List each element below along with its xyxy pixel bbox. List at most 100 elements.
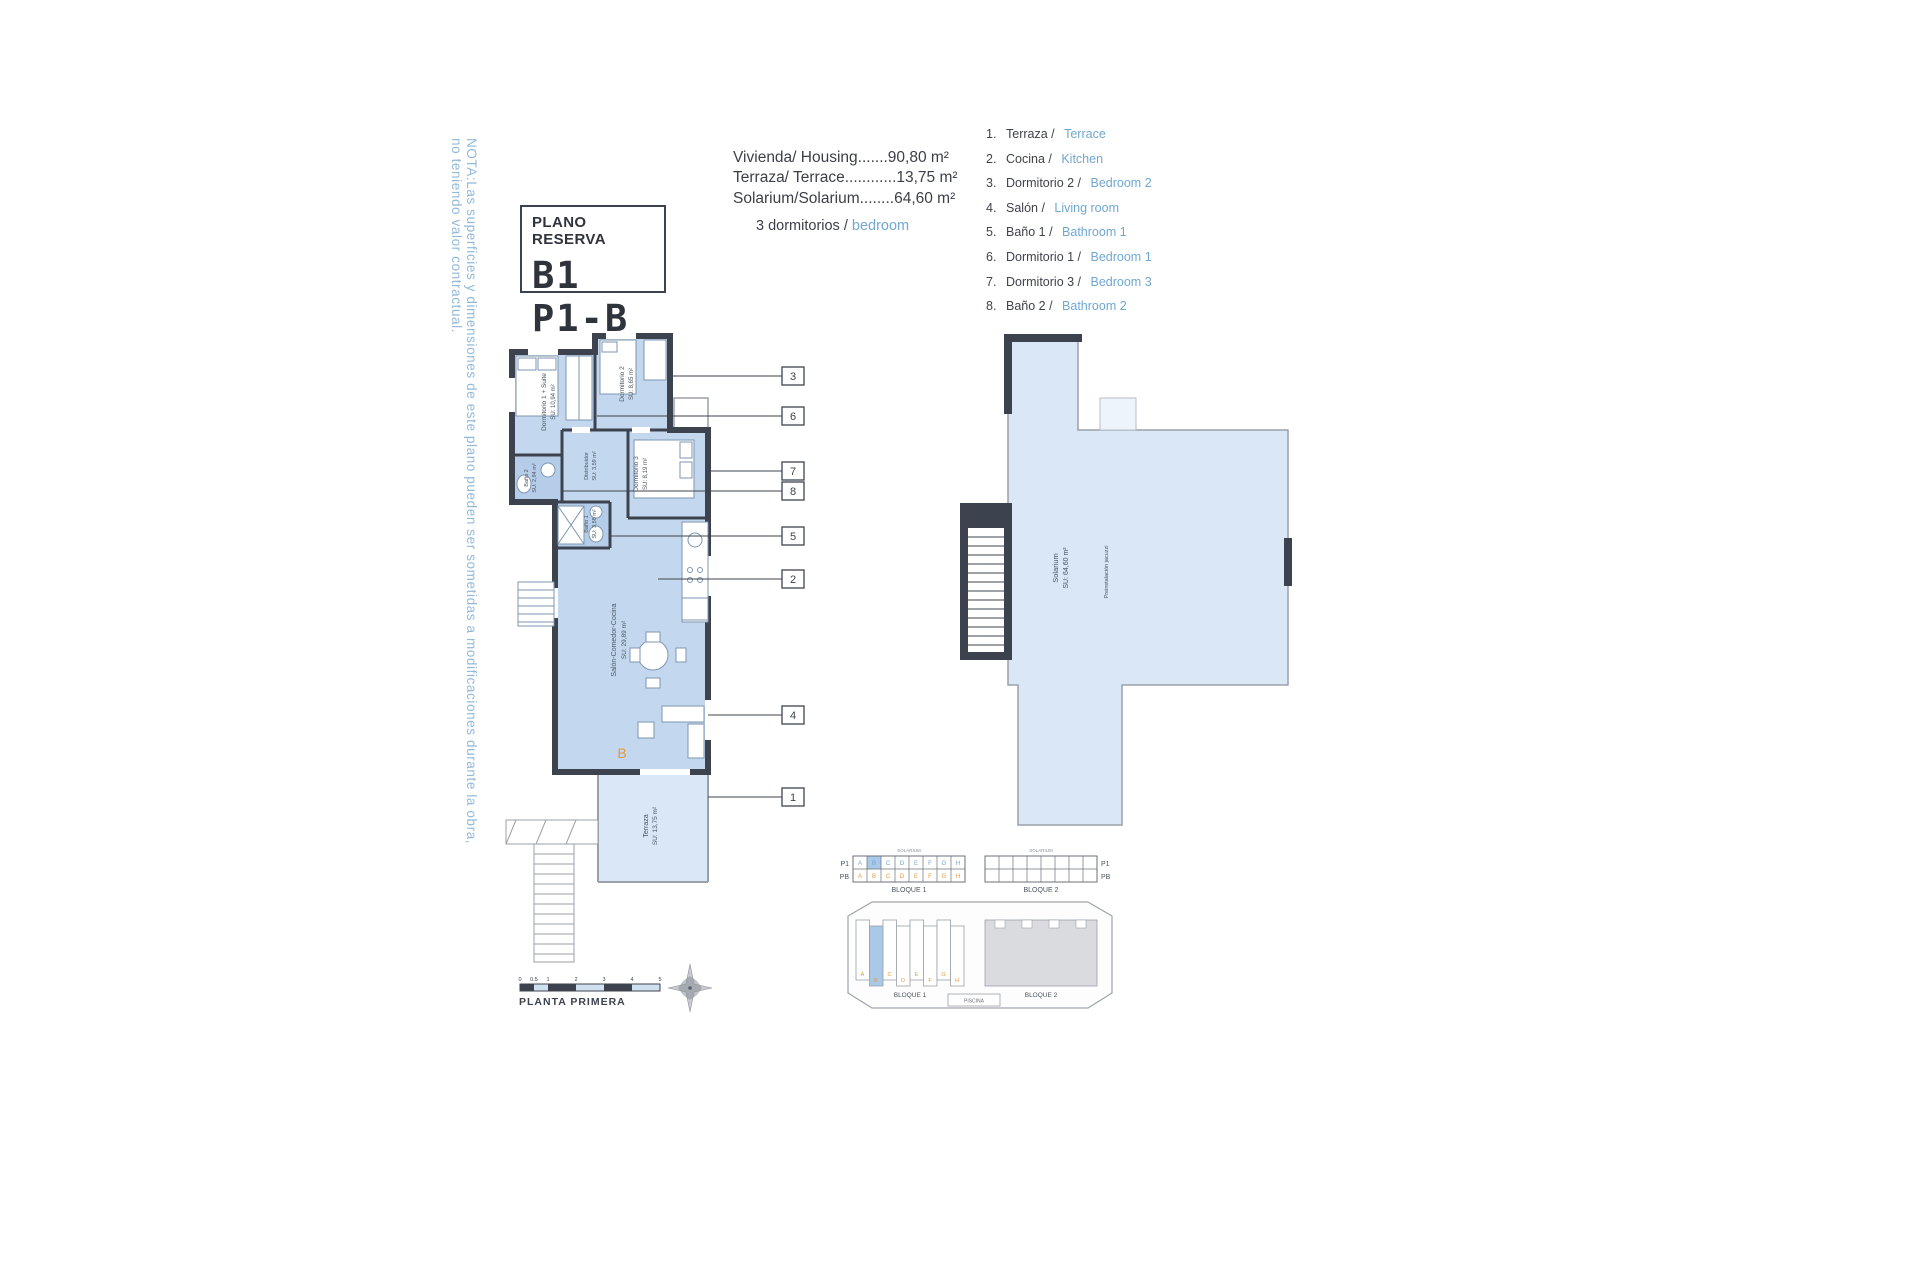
svg-text:H: H — [956, 874, 960, 880]
room-label-terrace: Terraza — [643, 814, 650, 837]
entry-stairs — [517, 581, 555, 627]
solarium-stairwell — [960, 503, 1012, 660]
svg-text:0: 0 — [518, 977, 521, 983]
room-label-hall: Distribuidor — [584, 452, 590, 480]
strip-solarium-label-1: SOLARIUM — [897, 848, 921, 853]
legend-item: 2.Cocina / Kitchen — [986, 151, 1104, 166]
tag-8: 8 — [562, 481, 805, 501]
legend-item: 3.Dormitorio 2 / Bedroom 2 — [986, 176, 1152, 191]
sofa — [661, 705, 705, 723]
bloque1-strip-label: BLOQUE 1 — [891, 887, 926, 894]
strip-bloque2 — [984, 855, 1098, 883]
pb-label-left: PB — [840, 874, 850, 881]
north-compass-icon — [667, 963, 713, 1013]
bedrooms-line: 3 dormitorios / bedroom — [756, 218, 909, 234]
piscina-label: PISCINA — [964, 999, 985, 1005]
solarium-wall-left — [1004, 334, 1012, 414]
svg-text:B: B — [872, 861, 876, 867]
room-label-bathroom1: Baño 1 — [584, 515, 590, 532]
terrace-area — [598, 772, 708, 882]
block-key-strip: SOLARIUM SOLARIUM A B C D E F G H — [840, 848, 1111, 894]
site-bloque1-units — [855, 919, 965, 987]
svg-text:A: A — [858, 874, 862, 880]
floor-plan: Dormitorio 1 + Suite SU: 10,94 m² Dormit… — [505, 333, 805, 963]
coffee-table — [637, 721, 655, 739]
scale-bar: 0 0.5 1 2 3 4 5 PLANTA PRIMERA — [518, 977, 661, 1008]
tag-2: 2 — [658, 569, 805, 589]
svg-text:SU: 29,89 m²: SU: 29,89 m² — [621, 620, 628, 659]
strip-solarium-label-2: SOLARIUM — [1029, 848, 1053, 853]
summary-terrace: Terraza/ Terrace............13,75 m² — [733, 169, 958, 187]
svg-text:E: E — [914, 861, 918, 867]
disclaimer-note: NOTA:Las superficies y dimensiones de es… — [449, 138, 479, 845]
unit-code: B1 P1-B — [532, 254, 630, 340]
svg-text:3: 3 — [602, 977, 605, 983]
svg-text:5: 5 — [790, 531, 796, 543]
site-bloque2-footprint — [984, 919, 1098, 987]
tag-5: 5 — [610, 526, 805, 546]
site-bloque1-label: BLOQUE 1 — [894, 992, 927, 999]
legend-item: 5.Baño 1 / Bathroom 1 — [986, 225, 1127, 240]
legend-item: 6.Dormitorio 1 / Bedroom 1 — [986, 249, 1152, 264]
svg-text:1: 1 — [546, 977, 549, 983]
p1-label-left: P1 — [840, 861, 849, 868]
unit-letter-marker: B — [617, 745, 626, 761]
solarium-plan: Solarium SU: 64,60 m² Preinstalación jac… — [960, 334, 1292, 826]
hall-area — [562, 430, 628, 502]
svg-text:A: A — [861, 972, 865, 978]
room-label-living: Salón-Comedor-Cocina — [611, 603, 618, 676]
svg-text:C: C — [886, 874, 891, 880]
floor-name-label: PLANTA PRIMERA — [519, 996, 626, 1008]
svg-text:E: E — [915, 972, 919, 978]
entry-porch — [673, 397, 709, 431]
svg-text:E: E — [914, 874, 918, 880]
solarium-wall-top — [1004, 334, 1082, 342]
svg-text:6: 6 — [790, 411, 796, 423]
pb-label-right: PB — [1101, 874, 1111, 881]
room-label-bedroom1: Dormitorio 1 + Suite — [541, 373, 548, 431]
highlighted-unit-cell — [867, 856, 881, 869]
piscina-outline — [947, 993, 1001, 1007]
fridge — [681, 597, 709, 621]
site-bloque2-label: BLOQUE 2 — [1025, 992, 1058, 999]
room-label-bathroom2: Baño 2 — [524, 469, 530, 486]
svg-text:G: G — [942, 861, 947, 867]
solarium-labels: Solarium SU: 64,60 m² Preinstalación jac… — [1051, 546, 1110, 599]
dining-table — [637, 639, 669, 671]
svg-text:8: 8 — [790, 486, 796, 498]
sink-bathroom2 — [540, 462, 556, 478]
tag-1: 1 — [708, 787, 805, 807]
floor-row-labels: P1 PB P1 PB — [840, 861, 1111, 881]
svg-text:B: B — [874, 978, 878, 984]
svg-text:D: D — [901, 978, 905, 984]
svg-text:2: 2 — [574, 977, 577, 983]
toilet-bathroom2 — [516, 474, 532, 494]
bedrooms-es: 3 dormitorios / — [756, 218, 852, 234]
solarium-label: Solarium — [1051, 553, 1060, 583]
svg-text:SU: 8,65 m²: SU: 8,65 m² — [629, 368, 635, 400]
svg-text:C: C — [888, 972, 892, 978]
svg-text:2: 2 — [790, 574, 796, 586]
solarium-wall-right — [1284, 538, 1292, 586]
svg-text:D: D — [900, 874, 905, 880]
svg-text:F: F — [928, 978, 932, 984]
svg-text:D: D — [900, 861, 905, 867]
svg-text:5: 5 — [658, 977, 661, 983]
summary-housing: Vivienda/ Housing.......90,80 m² — [733, 149, 949, 166]
svg-text:1: 1 — [790, 792, 796, 804]
svg-text:SU: 64,60 m²: SU: 64,60 m² — [1063, 547, 1070, 589]
wardrobe-bedroom2 — [643, 339, 667, 381]
site-highlighted-unit — [869, 925, 884, 987]
legend-item: 1.Terraza / Terrace — [986, 127, 1106, 141]
svg-text:H: H — [955, 978, 959, 984]
svg-text:0.5: 0.5 — [530, 977, 538, 983]
svg-text:F: F — [928, 874, 932, 880]
svg-text:F: F — [928, 861, 932, 867]
sink-bathroom1 — [589, 505, 603, 519]
svg-text:SU: 3,58 m²: SU: 3,58 m² — [592, 509, 598, 539]
svg-text:7: 7 — [790, 466, 796, 478]
scale-ticks: 0 0.5 1 2 3 4 5 — [518, 977, 661, 983]
